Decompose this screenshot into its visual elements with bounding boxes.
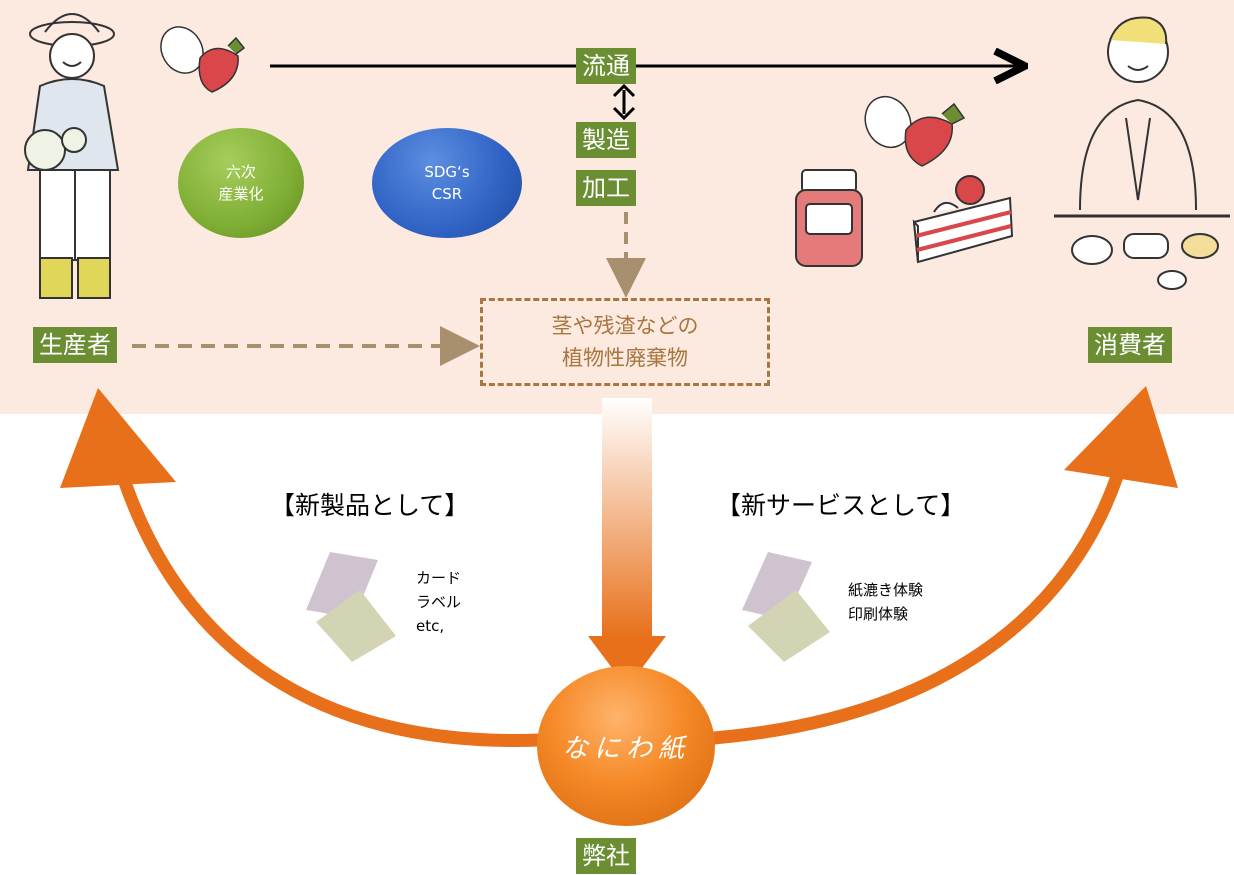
arrow-to-consumer — [713, 438, 1135, 745]
plant-waste-line2: 植物性廃棄物 — [562, 346, 688, 370]
sdgs-csr-line1: SDG‘s — [424, 163, 470, 181]
processing-label: 加工 — [576, 170, 636, 206]
strawberry-icon — [160, 26, 246, 93]
consumer-illustration — [1054, 16, 1230, 290]
new-products-list: カード ラベル etc, — [416, 566, 461, 638]
arrow-to-producer — [105, 438, 541, 747]
plant-waste-box: 茎や残渣などの 植物性廃棄物 — [480, 298, 770, 386]
producer-label: 生産者 — [33, 327, 117, 363]
paper-sheets-icon — [306, 552, 396, 662]
product-item: カード — [416, 569, 462, 587]
new-services-heading: 【新サービスとして】 — [716, 491, 966, 520]
consumer-label: 消費者 — [1088, 327, 1172, 363]
sixth-industrialization-line1: 六次 — [225, 163, 256, 181]
manufacturing-label: 製造 — [576, 122, 636, 158]
sixth-industrialization-line2: 産業化 — [218, 185, 264, 203]
paper-sheets-icon — [742, 552, 830, 662]
sixth-industrialization-circle: 六次 産業化 — [178, 128, 304, 238]
double-arrow-icon — [612, 83, 636, 121]
strawberry-icon — [864, 95, 966, 167]
service-item: 紙漉き体験 — [848, 581, 924, 599]
service-item: 印刷体験 — [848, 605, 909, 623]
farmer-illustration — [24, 13, 120, 299]
brand-name: なにわ紙 — [561, 733, 690, 764]
new-products-heading: 【新製品として】 — [270, 491, 470, 520]
arrow-to-producer-head — [60, 388, 176, 488]
naniwa-paper-brand-circle: なにわ紙 — [537, 666, 715, 826]
product-item: etc, — [416, 617, 445, 635]
waste-to-company-arrow — [588, 398, 666, 688]
plant-waste-line1: 茎や残渣などの — [551, 314, 699, 338]
company-label: 弊社 — [576, 838, 636, 874]
sdgs-csr-circle: SDG‘s CSR — [372, 128, 522, 238]
jam-jar-icon — [795, 169, 863, 267]
product-item: ラベル — [416, 593, 462, 611]
new-services-list: 紙漉き体験 印刷体験 — [848, 578, 923, 626]
cake-icon — [912, 175, 1014, 264]
arrow-to-consumer-head — [1064, 386, 1178, 488]
sdgs-csr-line2: CSR — [431, 185, 463, 203]
distribution-label: 流通 — [576, 48, 636, 84]
